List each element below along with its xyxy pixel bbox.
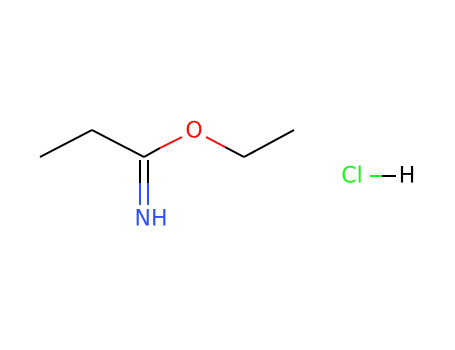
bond-c4-c5 — [243, 129, 295, 158]
oxygen-atom-label: O — [185, 119, 202, 144]
hydrogen-atom-label: H — [399, 164, 416, 189]
bond-c2-c3 — [91, 129, 145, 158]
bond-oxygen-c4-oxygen-half — [205, 136, 226, 148]
bond-c3-oxygen-carbon-half — [143, 147, 161, 158]
bond-c1-c2 — [39, 129, 93, 158]
nitrogen-atom-label: NH — [135, 207, 168, 232]
bond-c3-oxygen-oxygen-half — [159, 136, 183, 149]
bond-oxygen-c4-carbon-half — [224, 146, 245, 158]
chlorine-atom-label: Cl — [341, 164, 362, 189]
